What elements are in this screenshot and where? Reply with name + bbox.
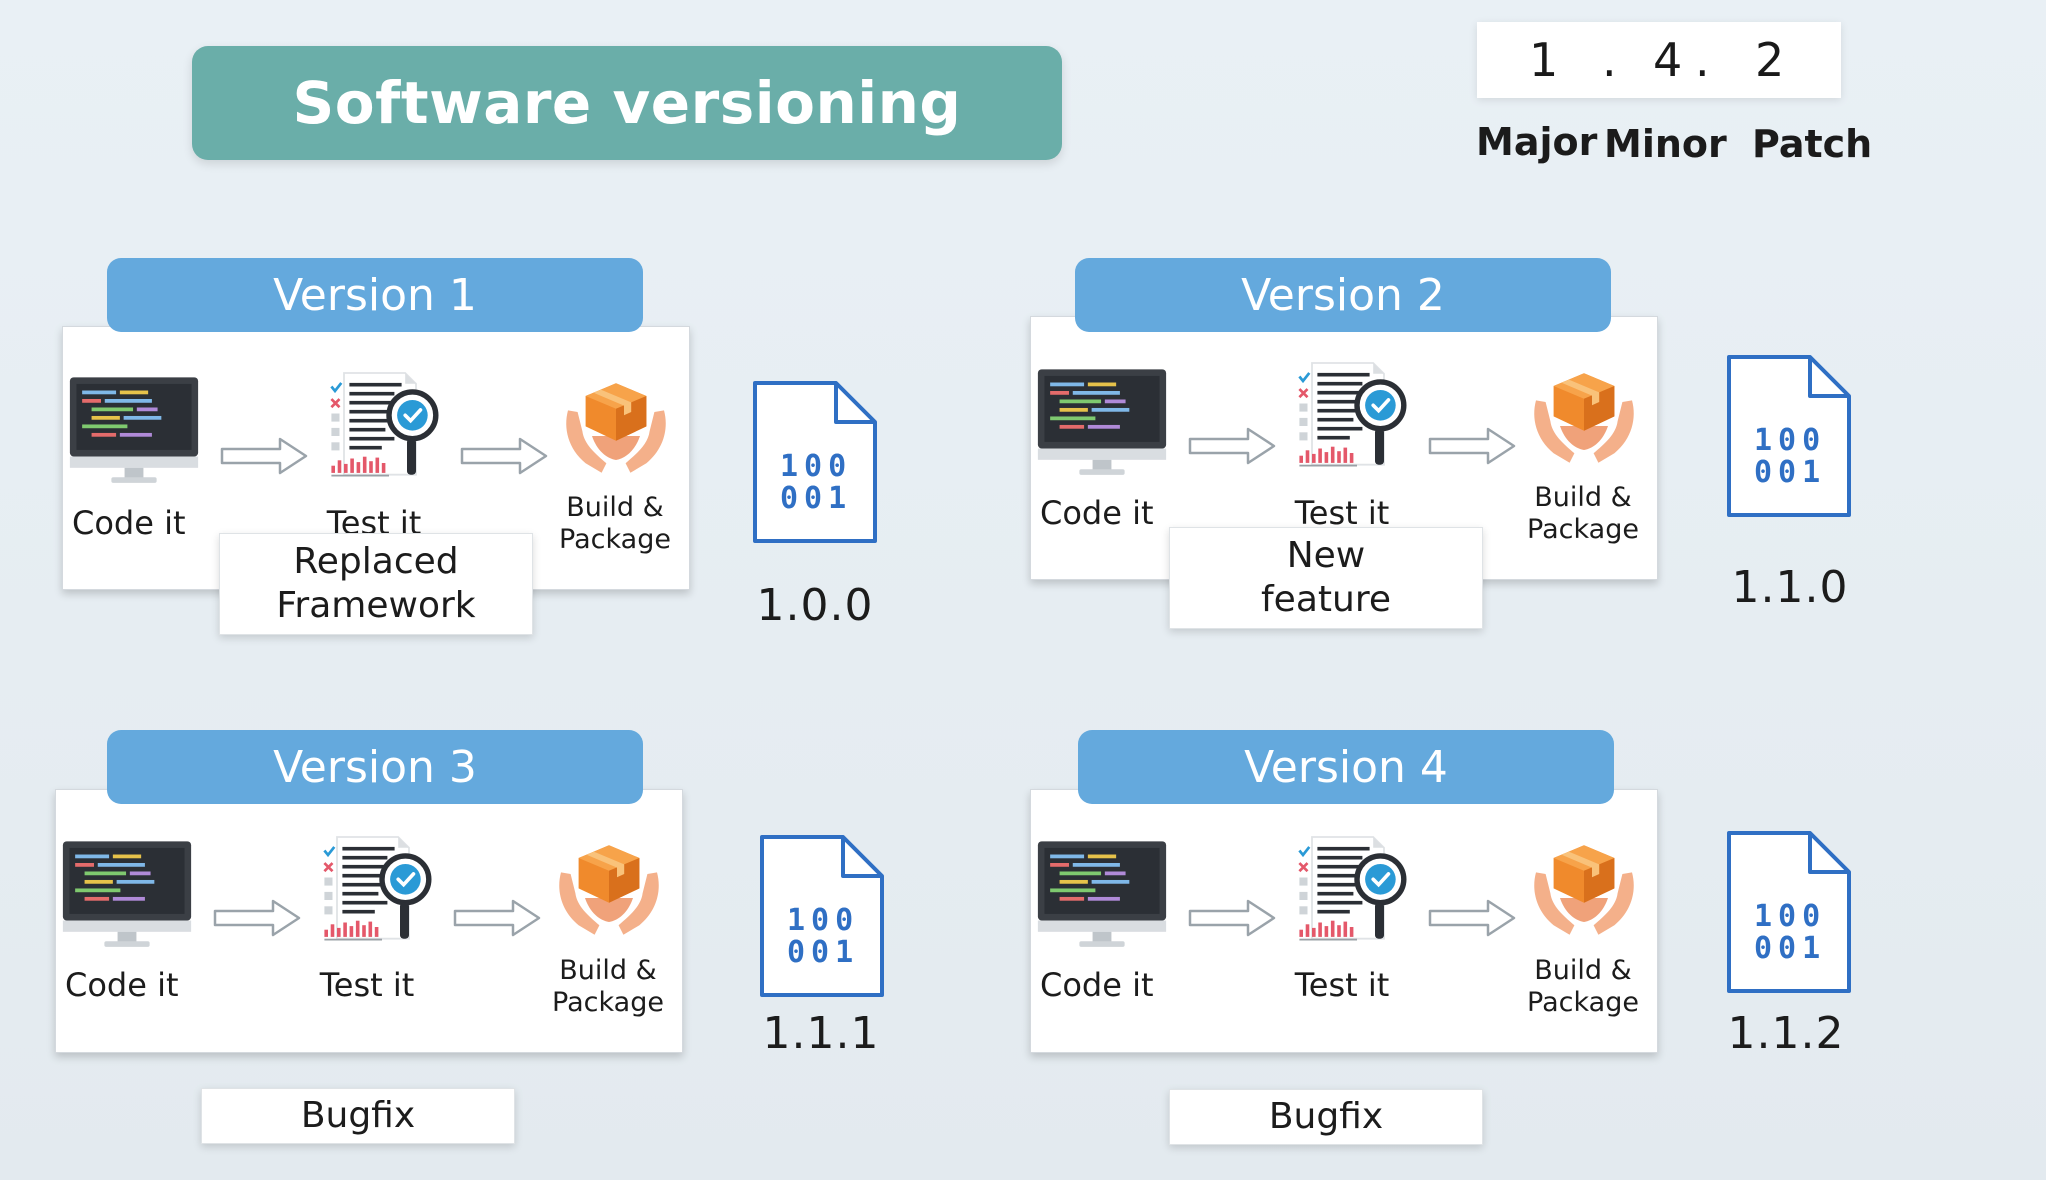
test-report-icon bbox=[326, 364, 452, 490]
version-1-note-line2: Framework bbox=[276, 585, 476, 626]
step-build-label: Build & Package bbox=[543, 955, 673, 1019]
step-build-label: Build & Package bbox=[1518, 955, 1648, 1019]
arrow-right-icon bbox=[1428, 898, 1518, 938]
package-hands-icon bbox=[560, 372, 672, 484]
step-build-line1: Build & bbox=[566, 492, 664, 523]
arrow-right-icon bbox=[213, 898, 303, 938]
version-4-note-line1: Bugfix bbox=[1268, 1096, 1384, 1137]
arrow-right-icon bbox=[453, 898, 543, 938]
binary-file-row2: 001 bbox=[787, 935, 859, 970]
step-build-line2: Package bbox=[552, 987, 664, 1018]
semver-minor-label: Minor bbox=[1604, 122, 1727, 166]
semver-patch-value: 2 bbox=[1755, 33, 1785, 87]
version-4-note: Bugfix bbox=[1169, 1089, 1483, 1145]
version-1-number: 1.0.0 bbox=[756, 580, 874, 631]
semver-minor-value: 4 bbox=[1653, 33, 1683, 87]
binary-file-row1: 100 bbox=[1754, 899, 1826, 934]
arrow-right-icon bbox=[460, 436, 550, 476]
version-2-note: New feature bbox=[1169, 527, 1483, 629]
version-3-note: Bugfix bbox=[201, 1088, 515, 1144]
version-3-number: 1.1.1 bbox=[762, 1008, 880, 1059]
binary-file-row1: 100 bbox=[787, 903, 859, 938]
page-title: Software versioning bbox=[292, 69, 962, 137]
step-code-label: Code it bbox=[65, 966, 179, 1004]
binary-file-icon: 100 001 bbox=[1727, 355, 1851, 517]
step-build-line2: Package bbox=[559, 524, 671, 555]
binary-file-icon: 100 001 bbox=[753, 381, 877, 543]
package-hands-icon bbox=[1528, 834, 1640, 946]
step-build-line1: Build & bbox=[1534, 955, 1632, 986]
semver-example-box: 1 . 4 . 2 bbox=[1477, 22, 1841, 98]
step-code-label: Code it bbox=[1040, 966, 1154, 1004]
binary-file-row1: 100 bbox=[1754, 423, 1826, 458]
step-code-label: Code it bbox=[72, 504, 186, 542]
semver-major-label: Major bbox=[1476, 120, 1598, 164]
semver-major-value: 1 bbox=[1529, 33, 1559, 87]
arrow-right-icon bbox=[220, 436, 310, 476]
version-2-header: Version 2 bbox=[1075, 258, 1611, 332]
semver-separator: . bbox=[1602, 33, 1617, 87]
title-banner: Software versioning bbox=[192, 46, 1062, 160]
version-1-note-line1: Replaced bbox=[293, 541, 459, 582]
semver-patch-label: Patch bbox=[1752, 122, 1873, 166]
step-code-label: Code it bbox=[1040, 494, 1154, 532]
version-1-header: Version 1 bbox=[107, 258, 643, 332]
arrow-right-icon bbox=[1188, 898, 1278, 938]
monitor-icon bbox=[1036, 838, 1168, 954]
binary-file-row2: 001 bbox=[780, 481, 852, 516]
binary-file-row1: 100 bbox=[780, 449, 852, 484]
step-build-line1: Build & bbox=[559, 955, 657, 986]
monitor-icon bbox=[61, 838, 193, 954]
arrow-right-icon bbox=[1428, 426, 1518, 466]
monitor-icon bbox=[68, 374, 200, 490]
semver-separator: . bbox=[1695, 33, 1710, 87]
test-report-icon bbox=[1294, 828, 1420, 954]
version-2-note-line2: feature bbox=[1261, 579, 1391, 620]
package-hands-icon bbox=[1528, 362, 1640, 474]
step-test-label: Test it bbox=[1294, 966, 1390, 1004]
step-build-line2: Package bbox=[1527, 514, 1639, 545]
step-build-label: Build & Package bbox=[1518, 482, 1648, 546]
step-build-label: Build & Package bbox=[550, 492, 680, 556]
step-test-label: Test it bbox=[319, 966, 415, 1004]
version-4-number: 1.1.2 bbox=[1727, 1008, 1845, 1059]
monitor-icon bbox=[1036, 366, 1168, 482]
version-3-note-line1: Bugfix bbox=[300, 1095, 416, 1136]
step-test-label: Test it bbox=[1294, 494, 1390, 532]
version-1-note: Replaced Framework bbox=[219, 533, 533, 635]
step-build-line1: Build & bbox=[1534, 482, 1632, 513]
binary-file-row2: 001 bbox=[1754, 931, 1826, 966]
binary-file-icon: 100 001 bbox=[760, 835, 884, 997]
step-build-line2: Package bbox=[1527, 987, 1639, 1018]
test-report-icon bbox=[1294, 354, 1420, 480]
package-hands-icon bbox=[553, 834, 665, 946]
arrow-right-icon bbox=[1188, 426, 1278, 466]
version-4-header: Version 4 bbox=[1078, 730, 1614, 804]
version-3-header: Version 3 bbox=[107, 730, 643, 804]
binary-file-icon: 100 001 bbox=[1727, 831, 1851, 993]
test-report-icon bbox=[319, 828, 445, 954]
version-2-number: 1.1.0 bbox=[1731, 562, 1849, 613]
version-2-note-line1: New bbox=[1286, 535, 1366, 576]
binary-file-row2: 001 bbox=[1754, 455, 1826, 490]
